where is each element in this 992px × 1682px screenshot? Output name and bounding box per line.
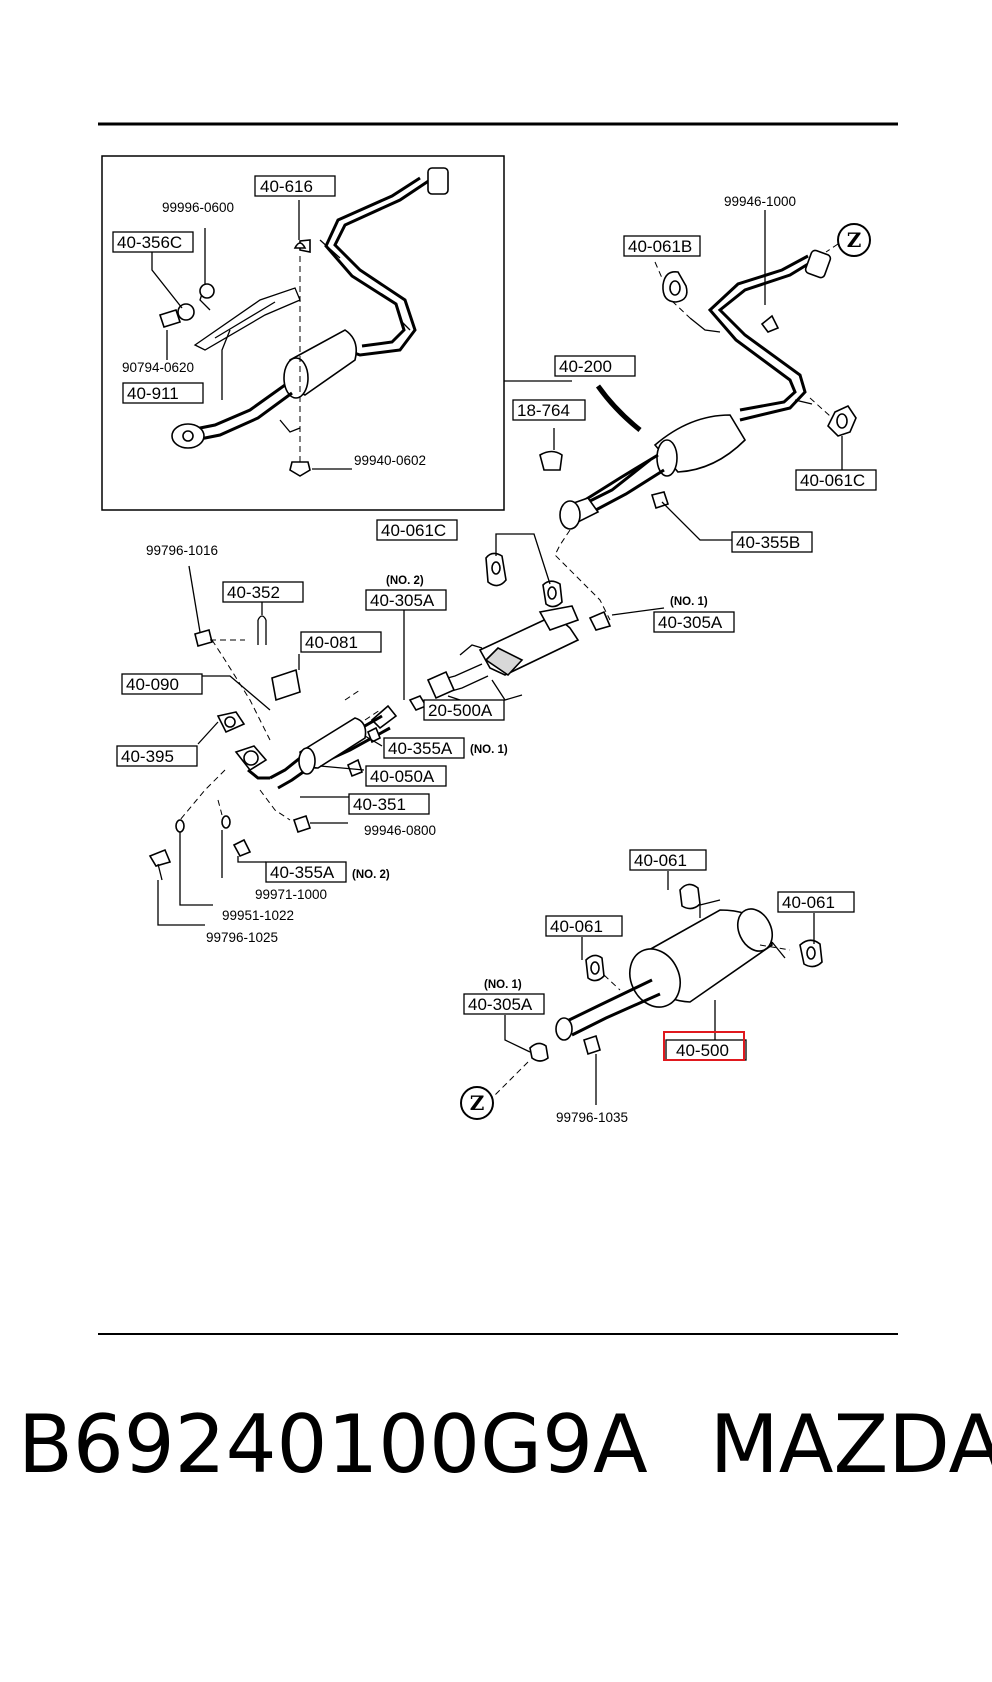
label-99996-0600: 99996-0600 [162, 200, 234, 215]
svg-text:40-061B: 40-061B [628, 237, 692, 256]
label-40-061-b: 40-061 [777, 891, 855, 913]
inset-frame [101, 155, 505, 511]
label-20-500A: 20-500A [423, 699, 505, 721]
label-99946-1000: 99946-1000 [724, 194, 796, 209]
label-40-081: 40-081 [300, 631, 382, 653]
label-99971-1000: 99971-1000 [255, 887, 327, 902]
label-40-395: 40-395 [116, 745, 198, 767]
note-no1-c: (NO. 1) [484, 979, 522, 991]
label-99796-1025: 99796-1025 [206, 930, 278, 945]
note-no1-a: (NO. 1) [670, 596, 708, 608]
label-40-090: 40-090 [121, 673, 203, 695]
label-40-351: 40-351 [348, 793, 430, 815]
footer-caption: B69240100G9A MAZDA [18, 1398, 992, 1538]
label-99951-1022: 99951-1022 [222, 908, 294, 923]
label-40-061-a: 40-061 [629, 849, 707, 871]
svg-text:Z: Z [470, 1091, 485, 1115]
svg-text:20-500A: 20-500A [428, 701, 493, 720]
label-40-355B: 40-355B [731, 531, 813, 553]
label-40-061C-right: 40-061C [795, 469, 877, 491]
front-pipe-drawing [148, 552, 612, 881]
label-99946-0800: 99946-0800 [364, 823, 436, 838]
label-40-061B: 40-061B [623, 235, 701, 257]
z-marker-bottom: Z [460, 1086, 494, 1120]
label-40-200: 40-200 [554, 355, 636, 377]
brand-name: MAZDA [709, 1398, 992, 1491]
svg-text:40-050A: 40-050A [370, 767, 435, 786]
label-40-356C: 40-356C [112, 231, 194, 253]
label-40-355A-no1: 40-355A [383, 737, 465, 759]
label-40-050A: 40-050A [365, 765, 447, 787]
svg-text:18-764: 18-764 [517, 401, 570, 420]
label-40-355A-no2: 40-355A [265, 861, 347, 883]
svg-text:40-355A: 40-355A [388, 739, 453, 758]
label-99796-1035: 99796-1035 [556, 1110, 628, 1125]
inset-pipe-drawing [158, 167, 449, 477]
arrow-40-200 [595, 384, 642, 432]
upper-right-leaders [553, 210, 843, 621]
svg-text:40-355B: 40-355B [736, 533, 800, 552]
note-no2-b: (NO. 2) [352, 869, 390, 881]
label-40-500: 40-500 [665, 1039, 747, 1061]
highlight-40-500 [663, 1031, 745, 1061]
label-40-305A-no2: 40-305A [365, 589, 447, 611]
svg-text:40-061: 40-061 [782, 893, 835, 912]
label-40-352: 40-352 [222, 581, 304, 603]
inset-leaders [151, 200, 572, 400]
center-pipe-drawing [539, 249, 857, 530]
svg-text:40-616: 40-616 [260, 177, 313, 196]
label-40-061-c: 40-061 [545, 915, 623, 937]
part-number: B69240100G9A [18, 1398, 648, 1491]
label-99940-0602: 99940-0602 [354, 453, 426, 468]
svg-text:40-061: 40-061 [550, 917, 603, 936]
svg-text:40-351: 40-351 [353, 795, 406, 814]
svg-text:40-355A: 40-355A [270, 863, 335, 882]
svg-text:40-061C: 40-061C [381, 521, 446, 540]
svg-text:40-061C: 40-061C [800, 471, 865, 490]
label-90794-0620: 90794-0620 [122, 360, 194, 375]
svg-text:40-356C: 40-356C [117, 233, 182, 252]
label-40-305A-no1: 40-305A [653, 611, 735, 633]
svg-text:Z: Z [847, 228, 862, 252]
svg-text:40-352: 40-352 [227, 583, 280, 602]
svg-text:40-090: 40-090 [126, 675, 179, 694]
z-marker-top-leader [825, 243, 839, 253]
svg-text:40-305A: 40-305A [468, 995, 533, 1014]
note-no2-a: (NO. 2) [386, 575, 424, 587]
note-no1-b: (NO. 1) [470, 744, 508, 756]
main-silencer-drawing [529, 883, 823, 1062]
svg-text:40-200: 40-200 [559, 357, 612, 376]
svg-text:40-061: 40-061 [634, 851, 687, 870]
svg-text:40-305A: 40-305A [370, 591, 435, 610]
svg-text:40-081: 40-081 [305, 633, 358, 652]
z-marker-top: Z [837, 223, 871, 257]
label-18-764: 18-764 [512, 399, 586, 421]
label-99796-1016: 99796-1016 [146, 543, 218, 558]
label-40-061C-mid: 40-061C [376, 519, 458, 541]
label-40-616: 40-616 [254, 175, 336, 197]
middle-leaders [157, 533, 551, 926]
svg-text:40-911: 40-911 [127, 384, 179, 403]
lower-right-leaders [494, 871, 815, 1105]
svg-text:40-500: 40-500 [676, 1041, 729, 1060]
label-40-911: 40-911 [122, 382, 204, 404]
svg-text:40-305A: 40-305A [658, 613, 723, 632]
label-40-305A-low: 40-305A [463, 993, 545, 1015]
svg-text:40-395: 40-395 [121, 747, 174, 766]
